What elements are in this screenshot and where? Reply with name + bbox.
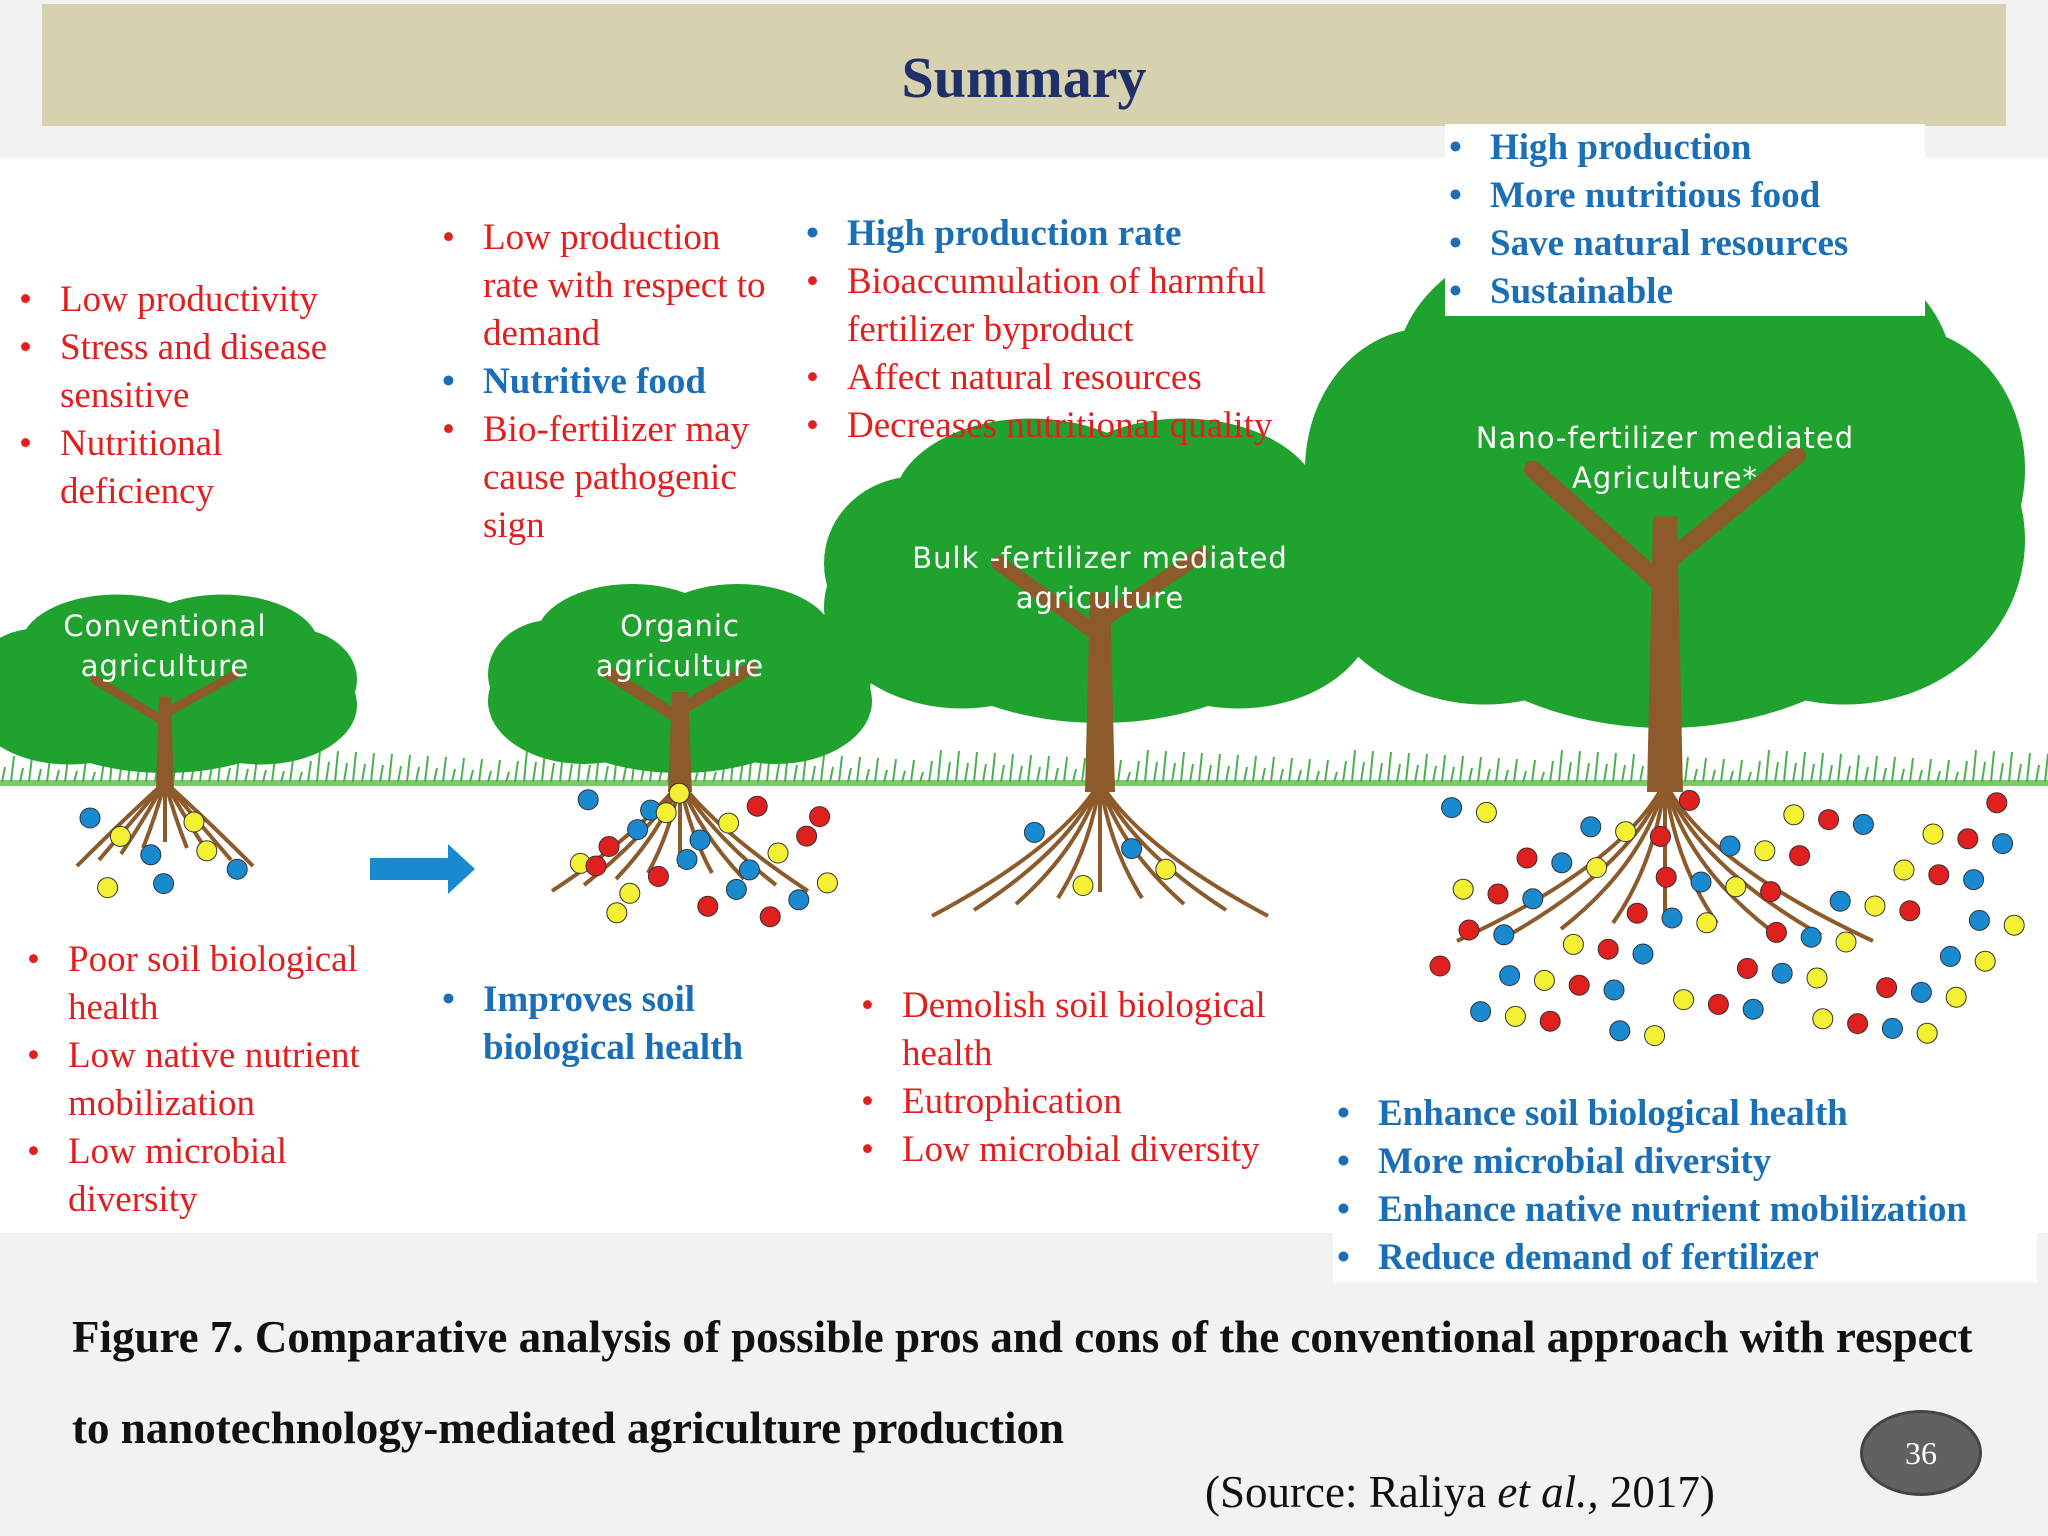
bullet-item: Low microbial diversity — [857, 1126, 1317, 1174]
tree-label: Nano-fertilizer mediated — [1476, 421, 1854, 455]
bullet-item: Nutritional deficiency — [15, 420, 345, 516]
tree-label: agriculture — [1016, 581, 1184, 615]
tree-label: Conventional — [63, 609, 266, 643]
bullet-item: High production rate — [802, 210, 1322, 258]
source-authors-italic: et al., — [1497, 1467, 1599, 1517]
bullet-item: Demolish soil biological health — [857, 982, 1317, 1078]
stage-1-above-list: Low productivity Stress and disease sens… — [15, 276, 345, 516]
figure-caption: Figure 7. Comparative analysis of possib… — [72, 1312, 1973, 1453]
bullet-item: Low productivity — [15, 276, 345, 324]
soil-microbes — [79, 782, 2025, 1047]
bullet-item: Low native nutrient mobilization — [23, 1032, 403, 1128]
scene-illustration: ConventionalagricultureOrganicagricultur… — [0, 234, 2048, 1047]
title-bar: Summary — [42, 4, 2006, 126]
bullet-item: Enhance native nutrient mobilization — [1333, 1186, 2033, 1234]
bullet-item: Eutrophication — [857, 1078, 1317, 1126]
tree-stage-1: Conventional agriculture — [0, 594, 357, 868]
bullet-item: More nutritious food — [1445, 172, 1925, 220]
slide-title: Summary — [901, 45, 1147, 110]
stage-4-below-list: Enhance soil biological health More micr… — [1333, 1090, 2037, 1282]
bullet-item: Poor soil biological health — [23, 936, 403, 1032]
bullet-item: Enhance soil biological health — [1333, 1090, 2033, 1138]
bullet-item: Sustainable — [1445, 268, 1925, 316]
bullet-item: Low microbial diversity — [23, 1128, 403, 1224]
bullet-item: Bio-fertilizer may cause pathogenic sign — [438, 406, 768, 550]
tree-label: agriculture — [81, 649, 249, 683]
bullet-item: Low production rate with respect to dema… — [438, 214, 768, 358]
tree-label: Organic — [620, 609, 740, 643]
bullet-item: Save natural resources — [1445, 220, 1925, 268]
bullet-item: Stress and disease sensitive — [15, 324, 345, 420]
ground-line — [0, 780, 2048, 786]
source-prefix: (Source: Raliya — [1205, 1467, 1498, 1517]
page-number-badge: 36 — [1860, 1410, 1982, 1496]
tree-stage-2: Organic agriculture — [488, 584, 872, 893]
tree-stage-3: Bulk -fertilizer mediated agriculture — [824, 418, 1376, 918]
tree-label: Bulk -fertilizer mediated — [912, 541, 1287, 575]
bullet-item: Affect natural resources — [802, 354, 1322, 402]
source-year: 2017) — [1598, 1467, 1715, 1517]
bullet-item: More microbial diversity — [1333, 1138, 2033, 1186]
source-citation: (Source: Raliya et al., 2017) — [1205, 1466, 1715, 1518]
stage-2-below-list: Improves soil biological health — [438, 976, 778, 1072]
tree-label: agriculture — [596, 649, 764, 683]
tree-label: Agriculture* — [1572, 461, 1758, 495]
right-arrow-icon — [370, 844, 475, 894]
bullet-item: Decreases nutritional quality — [802, 402, 1322, 450]
stage-4-above-list: High production More nutritious food Sav… — [1445, 124, 1925, 316]
bullet-item: Nutritive food — [438, 358, 768, 406]
stage-1-below-list: Poor soil biological health Low native n… — [23, 936, 403, 1224]
bullet-item: Improves soil biological health — [438, 976, 778, 1072]
stage-2-above-list: Low production rate with respect to dema… — [438, 214, 768, 550]
bullet-item: Bioaccumulation of harmful fertilizer by… — [802, 258, 1322, 354]
stage-3-above-list: High production rate Bioaccumulation of … — [802, 210, 1322, 450]
bullet-item: Reduce demand of fertilizer — [1333, 1234, 2033, 1282]
stage-3-below-list: Demolish soil biological health Eutrophi… — [857, 982, 1317, 1174]
bullet-item: High production — [1445, 124, 1925, 172]
